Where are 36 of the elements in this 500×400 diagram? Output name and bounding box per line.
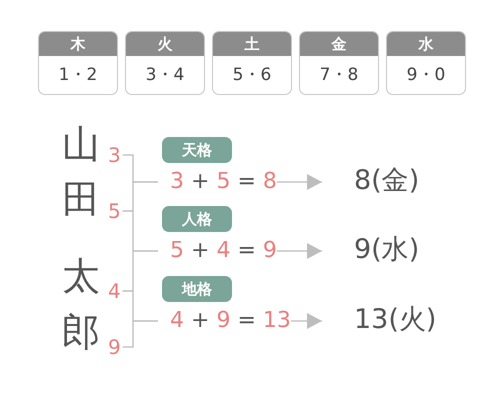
- bracket-line: [122, 320, 158, 348]
- element-card: [38, 31, 118, 95]
- element-header: 木: [39, 32, 117, 56]
- element-card: [386, 31, 466, 95]
- element-card: [299, 31, 379, 95]
- sum-equation: 4 + 9 = 13: [170, 308, 291, 334]
- element-header: 水: [387, 32, 465, 56]
- arrow: [276, 174, 322, 190]
- element-header: 火: [126, 32, 204, 56]
- result-value: 13(火): [322, 304, 436, 336]
- stroke-count: 3: [108, 144, 121, 166]
- name-character: 郎: [62, 312, 100, 352]
- category-badge: 人格: [162, 206, 232, 232]
- stroke-count: 4: [108, 280, 121, 302]
- number-pair: 7・8: [318, 64, 360, 87]
- sum-equation: 3 + 5 = 8: [170, 169, 277, 195]
- element-card: [212, 31, 292, 95]
- stroke-count: 9: [108, 336, 121, 358]
- sum-equation: 5 + 4 = 9: [170, 238, 277, 264]
- number-pair: 3・4: [144, 64, 186, 87]
- result-value: 8(金): [322, 165, 420, 197]
- element-header: 土: [213, 32, 291, 56]
- category-badge: 天格: [162, 137, 232, 163]
- name-character: 田: [62, 179, 100, 219]
- stroke-count: 5: [108, 200, 121, 222]
- element-header: 金: [300, 32, 378, 56]
- category-badge: 地格: [162, 276, 232, 302]
- number-pair: 5・6: [232, 64, 272, 87]
- number-pair: 1・2: [58, 64, 98, 87]
- name-character: 山: [62, 124, 100, 164]
- element-card: [125, 31, 205, 95]
- name-character: 太: [62, 256, 100, 296]
- arrow: [276, 243, 322, 259]
- number-pair: 9・0: [406, 64, 446, 87]
- arrow: [290, 313, 322, 329]
- result-value: 9(水): [322, 234, 420, 266]
